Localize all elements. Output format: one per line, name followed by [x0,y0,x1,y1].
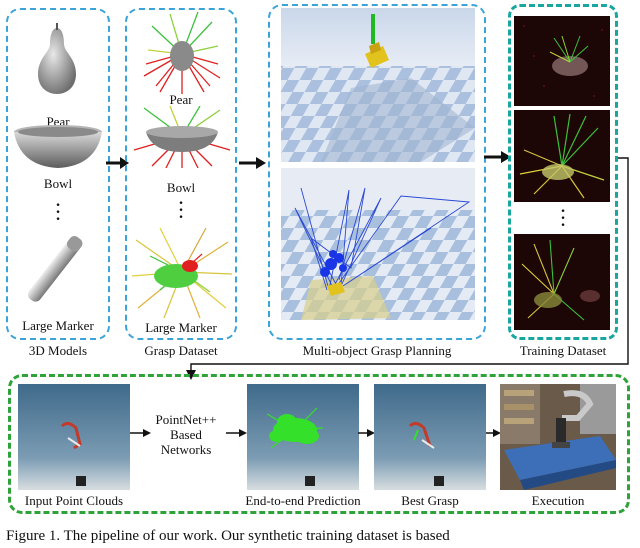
prediction-image [247,384,359,490]
training-sample-1 [514,16,610,106]
planning-sim-image-top [281,8,475,162]
models-panel [6,8,110,340]
arrow-input-to-network [130,429,151,437]
marker-model-image [27,235,83,302]
step-label-execution: Execution [531,493,585,508]
training-sample-3 [514,234,610,330]
arrow-planning-to-training [484,151,511,163]
arrow-prediction-to-best [358,429,375,437]
arrow-best-to-execution [486,429,501,437]
bowl-model-image [14,125,102,168]
grasp-label-bowl: Bowl [166,180,196,195]
network-label: PointNet++ Based Networks [146,412,226,457]
grasp-ellipsis: ··· [178,195,184,226]
step-label-input: Input Point Clouds [24,493,124,508]
execution-photo [500,384,616,490]
training-caption: Training Dataset [519,343,607,358]
grasp-caption: Grasp Dataset [144,343,218,358]
training-ellipsis: ··· [560,203,566,234]
models-caption: 3D Models [28,343,88,358]
input-point-cloud-image [18,384,130,490]
planning-panel [268,4,486,340]
models-label-bowl: Bowl [43,176,73,191]
step-label-best: Best Grasp [401,493,459,508]
pipeline-panel [8,374,630,514]
arrow-grasp-to-planning [239,157,266,169]
network-label-line-1: PointNet++ [155,412,217,427]
models-label-marker: Large Marker [22,318,94,333]
grasp-label-pear: Pear [169,92,193,107]
marker-grasp-image [131,227,233,318]
step-label-prediction: End-to-end Prediction [245,493,361,508]
planning-sim-image-bottom [281,168,475,320]
best-grasp-image [374,384,486,490]
grasp-label-marker: Large Marker [145,320,217,335]
pear-grasp-image [143,11,221,94]
network-label-line-3: Networks [160,442,212,457]
bowl-grasp-image [133,106,231,168]
training-sample-2 [514,110,610,202]
network-label-line-2: Based [170,427,202,442]
models-ellipsis: ··· [55,197,61,228]
arrow-network-to-prediction [226,429,247,437]
training-panel [508,4,618,340]
arrow-models-to-grasp [106,157,129,169]
connector-arrow [186,157,629,380]
grasp-dataset-panel [125,8,237,340]
figure-caption: Figure 1. The pipeline of our work. Our … [6,528,450,544]
pear-model-image [38,23,76,94]
planning-caption: Multi-object Grasp Planning [302,343,452,358]
